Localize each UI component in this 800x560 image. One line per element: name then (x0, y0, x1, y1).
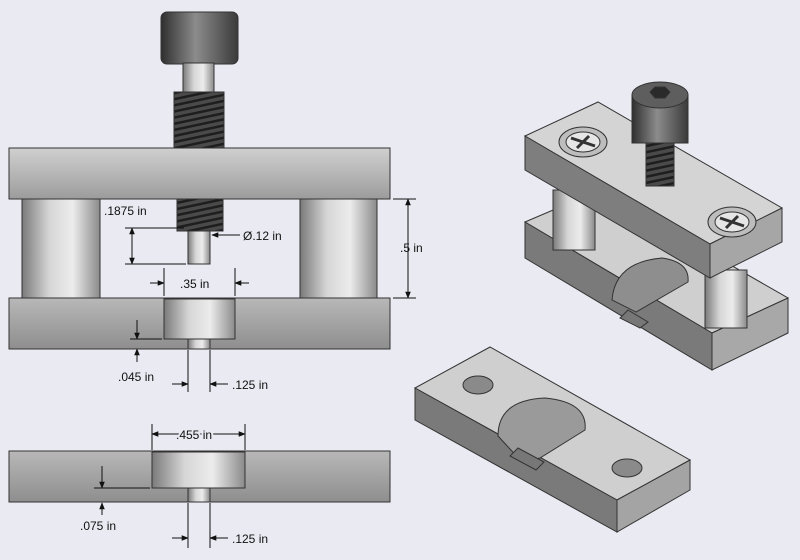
dim-bottom-depth: .045 in (118, 370, 154, 384)
iso-plate-slot (497, 397, 586, 463)
dim-height: .5 in (400, 241, 423, 255)
isometric-assembly (523, 81, 790, 371)
top-plate (8, 147, 391, 200)
bottom-plate-counterbore (163, 298, 236, 340)
screw-head (160, 11, 239, 65)
slot-plate-through-hole (187, 487, 211, 503)
left-post (21, 198, 101, 299)
dim-slot-width: .455 in (176, 428, 212, 442)
screw-thread-lower (176, 198, 224, 232)
screw-thread-upper (173, 91, 225, 150)
right-post (299, 198, 378, 299)
slot-plate-dimensions: .455 in .075 in .125 in (80, 424, 268, 548)
iso-bottom-slot (611, 257, 689, 313)
dim-bottom-hole: .125 in (232, 378, 268, 392)
isometric-slot-plate (413, 346, 692, 533)
front-view-dimensions: .1875 in Ø.12 in .5 in .35 in .045 in .1… (104, 198, 423, 392)
socket-head-cap-screw-icon (631, 81, 689, 187)
slot-plate-counterbore (151, 451, 246, 489)
screw-pin (187, 230, 211, 265)
phillips-screw-icon (707, 206, 757, 238)
dim-pin-spacing: .35 in (180, 277, 209, 291)
dim-slot-hole: .125 in (232, 532, 268, 546)
bottom-plate-through-hole (187, 338, 211, 350)
iso-right-post (704, 269, 748, 329)
slot-plate-front-view (8, 450, 391, 503)
front-view-assembly (8, 11, 391, 350)
screw-neck (182, 62, 215, 94)
phillips-screw-icon (558, 126, 608, 158)
dim-pin-length: .1875 in (104, 204, 147, 218)
dim-pin-diameter: Ø.12 in (243, 229, 282, 243)
dim-slot-depth: .075 in (80, 519, 116, 533)
iso-plate-hole-left (462, 375, 494, 395)
iso-plate-hole-right (611, 458, 643, 478)
